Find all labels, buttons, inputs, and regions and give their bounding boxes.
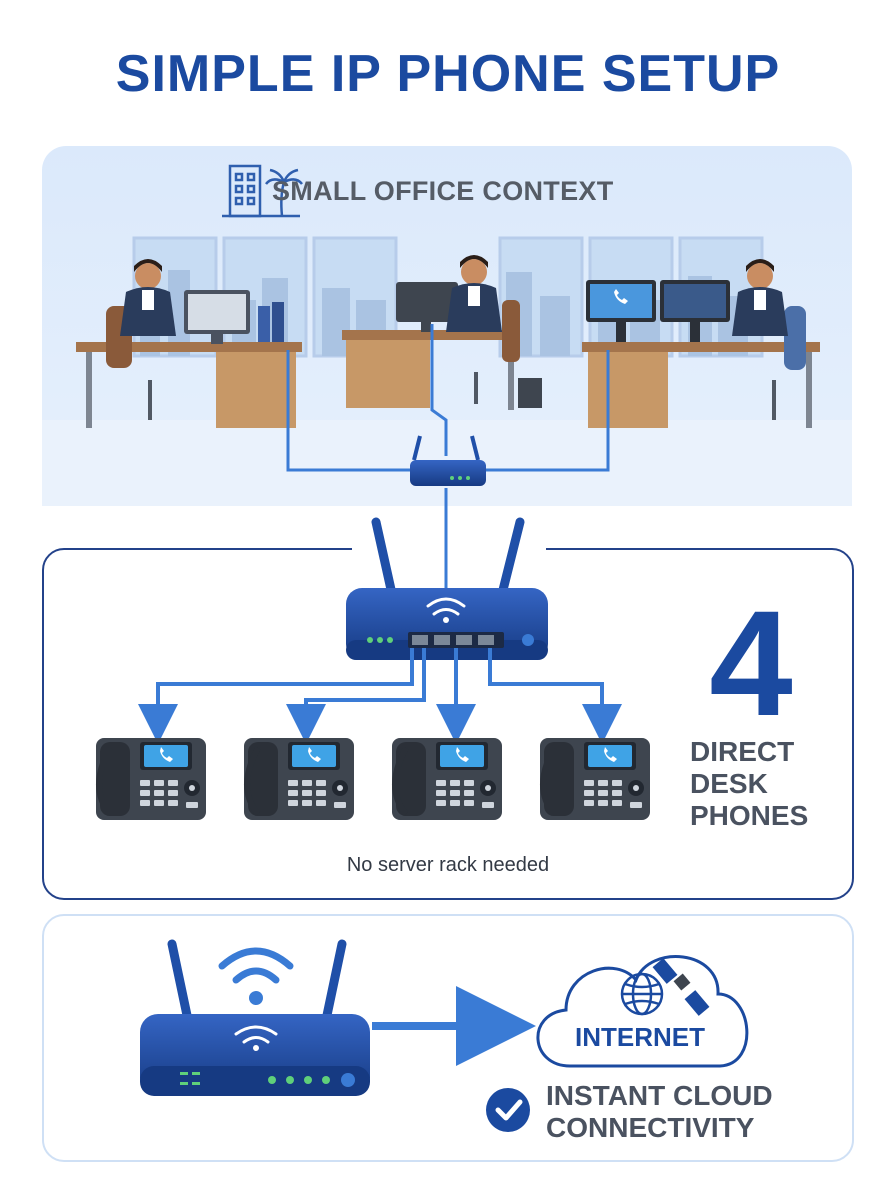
phone-count: 4	[709, 579, 793, 747]
desk-phones-label-line: DIRECT	[690, 736, 795, 767]
router-icon	[346, 517, 548, 660]
desk-phones-label: DIRECT DESK PHONES	[690, 736, 808, 832]
cloud-connectivity-label-line: INSTANT CLOUD	[546, 1080, 773, 1111]
palm-tree-icon	[265, 168, 303, 217]
router-icon	[140, 939, 370, 1096]
internet-label: INTERNET	[575, 1022, 705, 1052]
wifi-icon	[218, 947, 294, 984]
desk-phones-label-line: PHONES	[690, 800, 809, 831]
phone-connection-arrows	[138, 648, 622, 744]
office-illustration	[42, 236, 852, 506]
no-server-note: No server rack needed	[346, 854, 550, 876]
cloud-connectivity-label-line: CONNECTIVITY	[546, 1112, 755, 1143]
page-title: SIMPLE IP PHONE SETUP	[115, 45, 781, 103]
check-circle-icon	[486, 1088, 530, 1132]
desk-phones-label-line: DESK	[690, 768, 768, 799]
office-building-icon	[222, 164, 300, 218]
satellite-icon	[652, 958, 710, 1016]
office-context-label: SMALL OFFICE CONTEXT	[272, 176, 614, 206]
cloud-connectivity-label: INSTANT CLOUD CONNECTIVITY	[546, 1080, 773, 1144]
desk-phone-icon	[96, 738, 650, 820]
globe-icon	[620, 972, 664, 1016]
